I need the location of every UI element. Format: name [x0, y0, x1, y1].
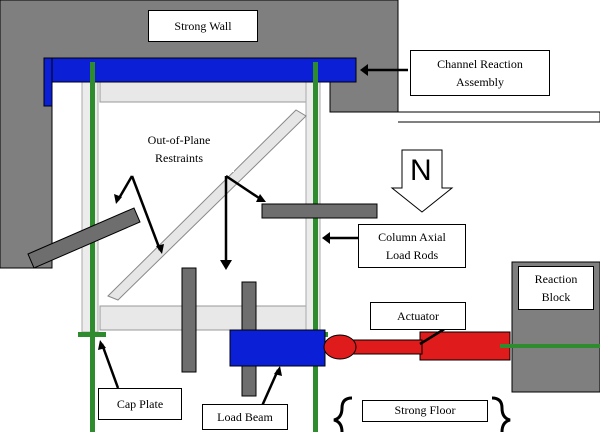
north-label: N: [410, 154, 432, 187]
leader-lines: [100, 68, 447, 407]
load-beam: [229, 329, 326, 367]
restraint-right: [261, 203, 378, 219]
label-actuator: Actuator: [370, 302, 466, 330]
actuator-rod: [351, 339, 423, 355]
diagonal-brace: [107, 109, 307, 301]
channel-left-flange: [43, 57, 53, 107]
actuator-clevis: [323, 334, 357, 360]
label-channel-reaction-assembly: Channel Reaction Assembly: [410, 50, 550, 96]
axial-load-rod-left: [90, 62, 95, 432]
label-strong-floor: Strong Floor: [362, 400, 488, 422]
label-reaction-block: Reaction Block: [518, 266, 594, 310]
label-load-beam: Load Beam: [202, 404, 288, 430]
top-beam-frame: [99, 81, 309, 103]
arrowheads: [98, 64, 368, 376]
restraint-vertical-1: [181, 267, 197, 373]
label-cap-plate: Cap Plate: [98, 388, 182, 420]
strong-floor-brace: [333, 396, 511, 433]
actuator-green-rod: [500, 344, 600, 348]
label-strong-wall: Strong Wall: [148, 10, 258, 42]
restraint-left: [27, 207, 141, 269]
bottom-beam-frame: [99, 305, 309, 331]
actuator-cylinder: [419, 331, 511, 361]
axial-load-rod-right: [313, 62, 318, 432]
label-column-axial-load-rods: Column Axial Load Rods: [358, 224, 466, 268]
cap-plate: [78, 332, 106, 337]
north-arrow: [390, 149, 454, 213]
strong-wall-outline: [398, 111, 600, 123]
label-out-of-plane-restraints: Out-of-Plane Restraints: [124, 126, 234, 172]
